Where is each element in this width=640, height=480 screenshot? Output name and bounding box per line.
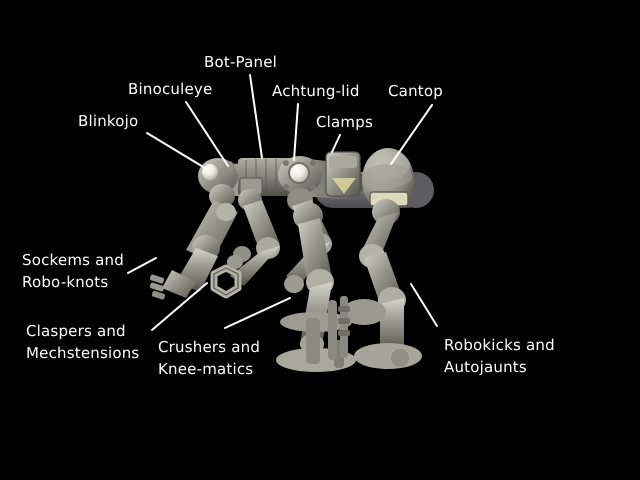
annotation-label-line: Robokicks and [444,336,555,354]
annotation-label-line: Sockems and [22,251,124,269]
robot-center-strut [338,296,350,358]
robot-blinkojo-eye [202,164,218,180]
robot-cantop [362,148,414,212]
annotation-label-line: Mechstensions [26,344,140,362]
annotation-label-blinkojo: Blinkojo [78,112,138,131]
annotation-label-line: Cantop [388,82,443,100]
robot-rear-leg [342,199,422,369]
annotation-label-clamps: Clamps [316,113,373,132]
annotation-label-line: Crushers and [158,338,261,356]
annotation-label-line: Blinkojo [78,112,139,130]
robot-head [198,156,322,194]
robot-clamps-block [325,151,361,197]
annotation-label-line: Knee-matics [158,360,254,378]
robot-rear-foot [342,299,422,369]
annotation-label-line: Bot-Panel [204,53,278,71]
annotation-label-bot-panel: Bot-Panel [204,53,277,72]
annotation-label-line: Autojaunts [444,358,527,376]
robot-front-foot [276,300,356,372]
annotation-label-line: Clamps [316,113,373,131]
robot-clamp-jaw [332,178,356,194]
annotation-label-line: Achtung-lid [272,82,360,100]
robot-thigh [298,218,332,286]
robot-clasper-arm [210,189,280,299]
annotation-label-achtung-lid: Achtung-lid [272,82,360,101]
annotation-label-line: Binoculeye [128,80,213,98]
robot-ring-claw [210,264,242,299]
robot-fingers [149,274,166,300]
annotation-label-cantop: Cantop [388,82,443,101]
annotation-label-line: Claspers and [26,322,126,340]
annotation-label-line: Robo-knots [22,273,109,291]
robot-front-arm [149,184,238,300]
robot-front-leg [276,202,356,372]
robot-binoculeye [289,163,309,183]
annotation-label-binoculeye: Binoculeye [128,80,212,99]
